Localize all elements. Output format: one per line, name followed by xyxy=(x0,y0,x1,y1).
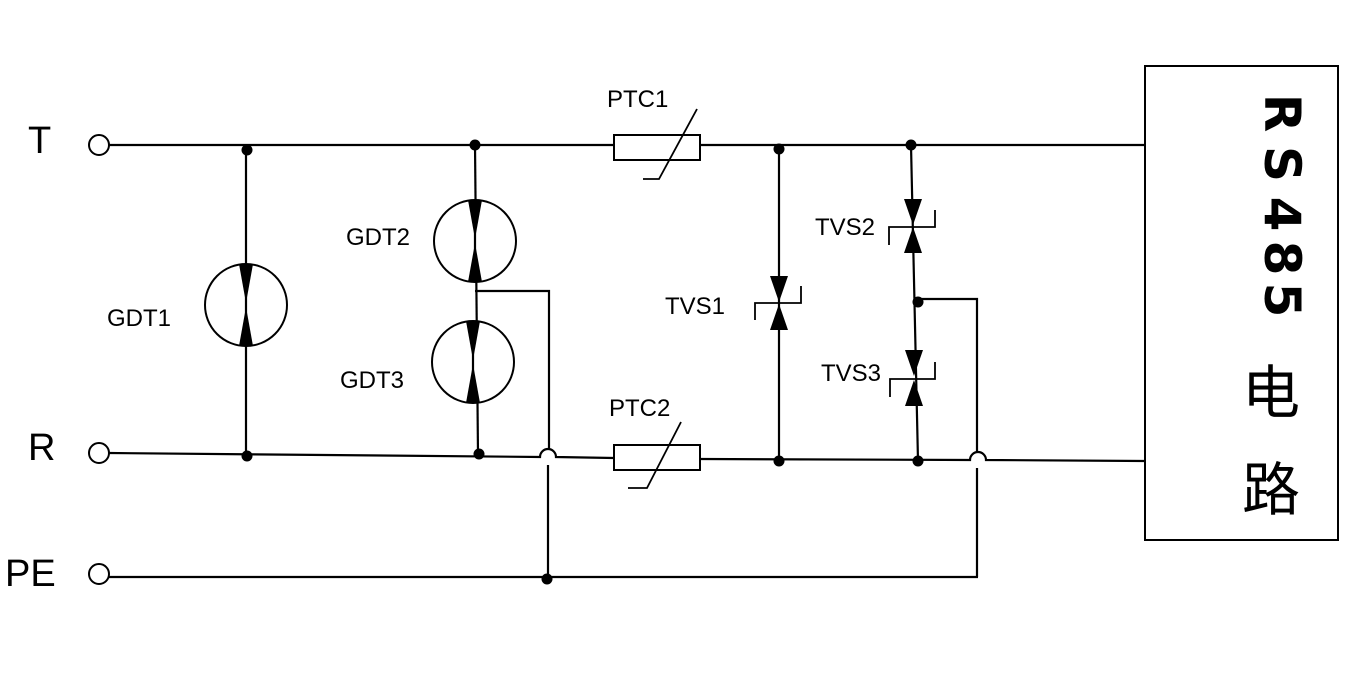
ptc2-symbol xyxy=(613,421,701,489)
tvs1-label: TVS1 xyxy=(665,293,725,320)
terminal-pe-connector xyxy=(88,563,110,585)
circuit-label-char-2: 路 xyxy=(1242,456,1300,524)
gdt-pe-ground-wire xyxy=(475,289,551,579)
rs485-circuit-block xyxy=(1144,65,1339,541)
gdt3-symbol xyxy=(431,320,515,404)
rs485-char-1: R xyxy=(1253,94,1311,133)
rs485-char-2: S xyxy=(1253,146,1311,182)
gdt2-symbol xyxy=(433,199,517,283)
tvs2-symbol xyxy=(888,199,936,253)
rs485-char-3: 4 xyxy=(1253,197,1311,232)
ptc2-label: PTC2 xyxy=(609,395,670,422)
tvs-pe-ground-wire xyxy=(918,297,979,577)
gdt3-label: GDT3 xyxy=(340,367,404,394)
tvs1-symbol xyxy=(754,149,802,461)
terminal-label-r: R xyxy=(28,427,55,469)
tvs2-label: TVS2 xyxy=(815,214,875,241)
rs485-char-5: 5 xyxy=(1253,283,1311,318)
terminal-t-connector xyxy=(88,134,110,156)
ptc1-label: PTC1 xyxy=(607,86,668,113)
tvs2-tvs3-stack xyxy=(909,144,920,462)
terminal-label-t: T xyxy=(28,120,51,162)
gdt2-label: GDT2 xyxy=(346,224,410,251)
terminal-r-connector xyxy=(88,442,110,464)
r-line xyxy=(108,447,1146,463)
gdt1-symbol xyxy=(204,150,288,456)
rs485-char-4: 8 xyxy=(1253,241,1311,276)
ptc1-symbol xyxy=(613,108,701,180)
gdt1-label: GDT1 xyxy=(107,305,171,332)
terminal-label-pe: PE xyxy=(5,553,56,595)
rs485-label: R S 4 8 5 xyxy=(1253,94,1311,318)
circuit-label-char-1: 电 xyxy=(1242,359,1300,427)
gdt2-gdt3-stack xyxy=(473,144,480,455)
tvs3-label: TVS3 xyxy=(821,360,881,387)
tvs3-symbol xyxy=(889,350,936,406)
